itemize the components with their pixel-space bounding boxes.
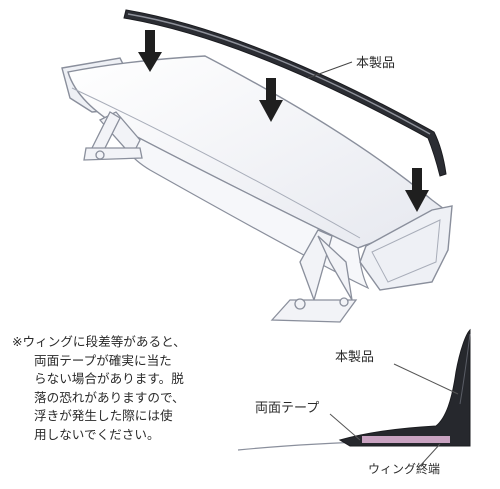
product-strip (123, 9, 447, 177)
label-double-sided-tape: 両面テープ (255, 401, 320, 416)
product-profile-fillet (459, 333, 471, 405)
leader-line-detail-product (393, 363, 459, 395)
double-sided-tape (362, 436, 450, 443)
note-line: 浮きが発生した際には使 (34, 408, 173, 424)
label-product-detail: 本製品 (335, 350, 375, 365)
caution-note: ※ウィングに段差等があると、 両面テープが確実に当た らない場合があります。脱 … (12, 333, 247, 445)
product-strip-highlight (127, 13, 431, 135)
note-line: らない場合があります。脱 (34, 371, 184, 387)
down-arrow-icon (405, 168, 429, 212)
wing-lower-face (119, 126, 370, 290)
left-stay (83, 111, 143, 161)
note-line: ※ウィングに段差等があると、 (12, 334, 186, 349)
wing-leading-edge (71, 87, 361, 239)
label-wing-end: ウィング終端 (368, 462, 441, 476)
note-line: 両面テープが確実に当た (34, 352, 172, 368)
leader-line-tape (329, 413, 361, 441)
right-stay (270, 229, 358, 323)
label-product: 本製品 (356, 56, 396, 71)
down-arrow-icon (138, 30, 162, 72)
right-end-plate-inner (371, 219, 441, 283)
note-line: 用しないでください。 (34, 426, 160, 442)
down-arrow-icon (259, 78, 283, 122)
leader-line-wing-end (419, 443, 441, 467)
note-line: 落の恐れがありますので、 (34, 389, 185, 405)
leader-line-top (307, 61, 353, 79)
right-end-plate (359, 205, 453, 291)
